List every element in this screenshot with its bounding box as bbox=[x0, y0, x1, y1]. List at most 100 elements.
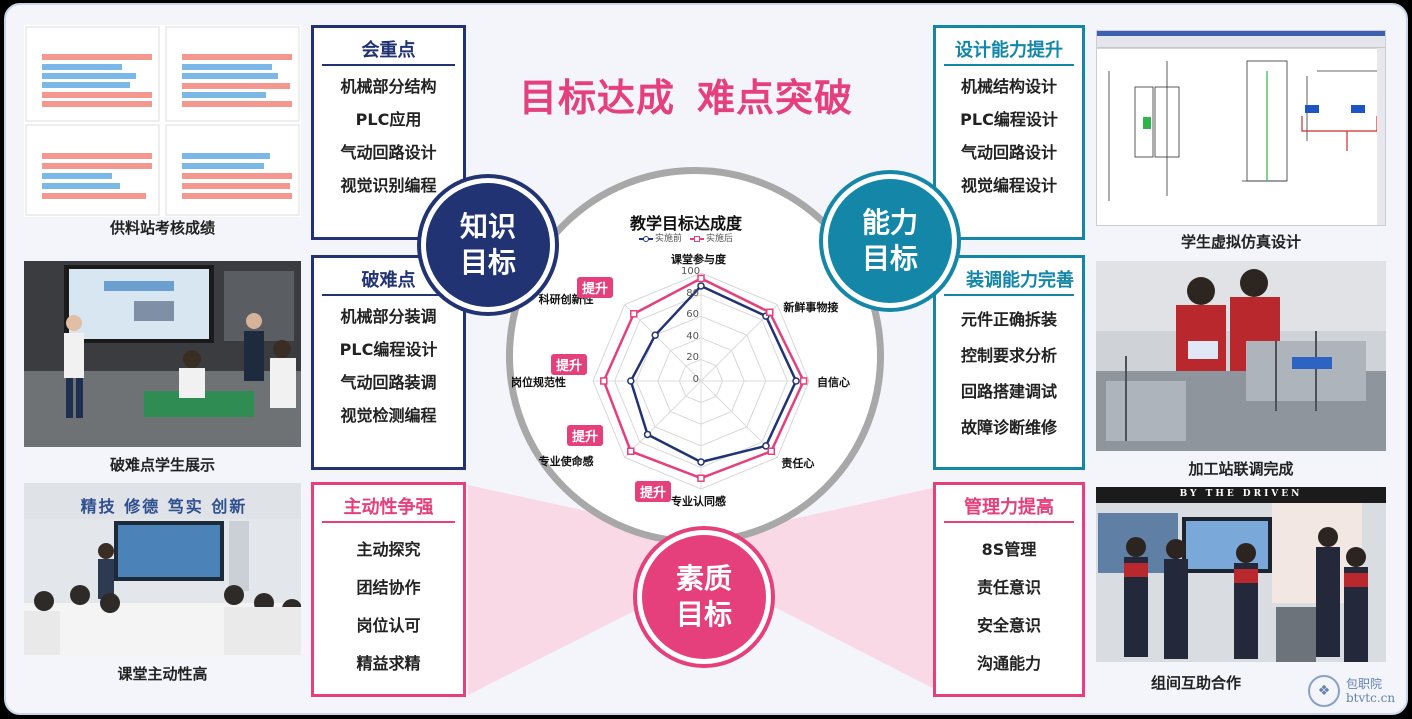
difficult-point-item: 气动回路装调 bbox=[340, 373, 437, 392]
management-item: 责任意识 bbox=[976, 578, 1041, 597]
initiative-item: 主动探究 bbox=[356, 540, 421, 559]
canvas: 目标达成难点突破 bbox=[4, 3, 1408, 715]
key-point-item: 机械部分结构 bbox=[340, 77, 437, 96]
radar-point bbox=[697, 282, 705, 290]
panel-initiative-title: 主动性争强 bbox=[322, 493, 455, 523]
key-point-item: 气动回路设计 bbox=[340, 143, 437, 162]
panel-assembly-ability: 装调能力完善 元件正确拆装 控制要求分析 回路搭建调试 故障诊断维修 bbox=[933, 255, 1085, 470]
management-item: 沟通能力 bbox=[976, 654, 1041, 673]
panel-management-title: 管理力提高 bbox=[944, 493, 1074, 523]
radar-tick-label: 40 bbox=[686, 330, 699, 342]
radar-point bbox=[630, 310, 638, 318]
assembly-ability-item: 故障诊断维修 bbox=[960, 418, 1057, 437]
radar-point bbox=[651, 331, 659, 339]
watermark: ❖ 包职院 btvtc.cn bbox=[1308, 675, 1395, 707]
ability-goal-line2: 目标 bbox=[861, 242, 918, 275]
radar-point bbox=[697, 458, 705, 466]
initiative-item: 岗位认可 bbox=[356, 616, 421, 635]
station-debug-photo bbox=[1096, 261, 1386, 451]
caption-supply-station: 供料站考核成绩 bbox=[109, 219, 215, 237]
management-item: 安全意识 bbox=[976, 616, 1041, 635]
station-debug-scene bbox=[1096, 261, 1386, 451]
radar-point bbox=[799, 377, 808, 385]
radar-tick-label: 20 bbox=[686, 352, 699, 364]
design-ability-item: PLC编程设计 bbox=[960, 110, 1058, 129]
score-bar-charts bbox=[25, 26, 300, 216]
group-help-scene bbox=[1096, 487, 1386, 662]
quality-goal-line2: 目标 bbox=[675, 598, 732, 631]
key-point-item: PLC应用 bbox=[355, 110, 422, 129]
assembly-ability-item: 元件正确拆装 bbox=[960, 310, 1057, 329]
knowledge-goal-line2: 目标 bbox=[459, 246, 516, 279]
upgrade-tag: 提升 bbox=[577, 277, 614, 298]
group-help-photo: BY THE DRIVEN bbox=[1096, 487, 1386, 662]
management-item: 8S管理 bbox=[981, 540, 1037, 559]
radar-point bbox=[765, 308, 774, 317]
watermark-domain: btvtc.cn bbox=[1346, 691, 1396, 705]
radar-axis-label: 专业使命感 bbox=[538, 455, 594, 469]
radar-axis-label: 岗位规范性 bbox=[511, 376, 566, 389]
ability-goal-circle: 能力 目标 bbox=[828, 179, 952, 303]
radar-point bbox=[767, 447, 776, 456]
radar-point bbox=[697, 474, 705, 482]
virtual-sim-diagram bbox=[1097, 31, 1385, 225]
radar-tick-label: 100 bbox=[681, 266, 701, 277]
radar-axis-label: 课堂参与度 bbox=[671, 253, 726, 266]
radar-axis-label: 责任心 bbox=[781, 457, 815, 471]
radar-point bbox=[792, 377, 800, 385]
assembly-ability-item: 控制要求分析 bbox=[960, 346, 1057, 365]
difficulty-show-scene bbox=[24, 261, 301, 447]
knowledge-goal-circle: 知识 目标 bbox=[426, 183, 550, 307]
radar-axis-label: 新鲜事物接 bbox=[783, 300, 839, 314]
quality-goal-line1: 素质 bbox=[675, 562, 732, 595]
radar-axis-label: 专业认同感 bbox=[671, 495, 726, 508]
radar-point bbox=[697, 274, 705, 283]
radar-point bbox=[762, 442, 770, 450]
radar-point bbox=[643, 430, 652, 439]
quality-goal-circle: 素质 目标 bbox=[642, 535, 766, 659]
difficult-point-item: 机械部分装调 bbox=[340, 307, 437, 326]
radar-spoke bbox=[624, 380, 702, 458]
title-part2: 难点突破 bbox=[697, 76, 854, 120]
workshop-banner: BY THE DRIVEN bbox=[1179, 489, 1303, 499]
caption-virtual-sim: 学生虚拟仿真设计 bbox=[1180, 233, 1301, 251]
upgrade-tag: 提升 bbox=[635, 481, 672, 502]
initiative-item: 精益求精 bbox=[356, 654, 421, 673]
ability-goal-line1: 能力 bbox=[861, 206, 918, 239]
radar-point bbox=[600, 377, 608, 385]
design-ability-item: 气动回路设计 bbox=[960, 143, 1057, 162]
classroom-banner: 精技 修德 笃实 创新 bbox=[80, 497, 248, 516]
panel-difficult-points: 破难点 机械部分装调 PLC编程设计 气动回路装调 视觉检测编程 bbox=[311, 255, 466, 470]
caption-station-debug: 加工站联调完成 bbox=[1188, 460, 1294, 478]
assembly-ability-item: 回路搭建调试 bbox=[960, 382, 1057, 401]
radar-title: 教学目标达成度 bbox=[629, 214, 742, 233]
difficulty-show-photo bbox=[24, 261, 301, 447]
upgrade-tag: 提升 bbox=[567, 425, 604, 446]
key-point-item: 视觉识别编程 bbox=[340, 176, 437, 195]
radar-tick-label: 0 bbox=[692, 374, 699, 385]
design-ability-item: 视觉编程设计 bbox=[960, 176, 1057, 195]
classroom-photo: 精技 修德 笃实 创新 bbox=[24, 483, 301, 655]
radar-tick-label: 80 bbox=[686, 287, 699, 299]
difficult-point-item: PLC编程设计 bbox=[339, 340, 438, 359]
panel-assembly-ability-title: 装调能力完善 bbox=[944, 266, 1074, 296]
panel-design-ability: 设计能力提升 机械结构设计 PLC编程设计 气动回路设计 视觉编程设计 bbox=[933, 25, 1085, 240]
panel-design-ability-title: 设计能力提升 bbox=[944, 36, 1074, 66]
legend-after: 实施后 bbox=[690, 231, 733, 244]
upgrade-tag: 提升 bbox=[551, 354, 588, 375]
panel-difficult-points-title: 破难点 bbox=[322, 266, 455, 296]
title-part1: 目标达成 bbox=[518, 76, 675, 120]
difficult-point-item: 视觉检测编程 bbox=[340, 406, 437, 425]
quality-wedges bbox=[468, 485, 946, 695]
initiative-item: 团结协作 bbox=[356, 578, 421, 597]
panel-initiative: 主动性争强 主动探究 团结协作 岗位认可 精益求精 bbox=[311, 482, 466, 697]
panel-management: 管理力提高 8S管理 责任意识 安全意识 沟通能力 bbox=[933, 482, 1085, 697]
design-ability-item: 机械结构设计 bbox=[960, 77, 1057, 96]
panel-key-points-title: 会重点 bbox=[322, 36, 455, 66]
radar-point bbox=[627, 377, 635, 385]
radar-axis-label: 自信心 bbox=[817, 376, 850, 389]
classroom-scene bbox=[24, 483, 301, 655]
supply-station-score-charts bbox=[24, 25, 301, 217]
caption-group-help: 组间互助合作 bbox=[1150, 674, 1241, 692]
radar-point bbox=[626, 447, 635, 456]
